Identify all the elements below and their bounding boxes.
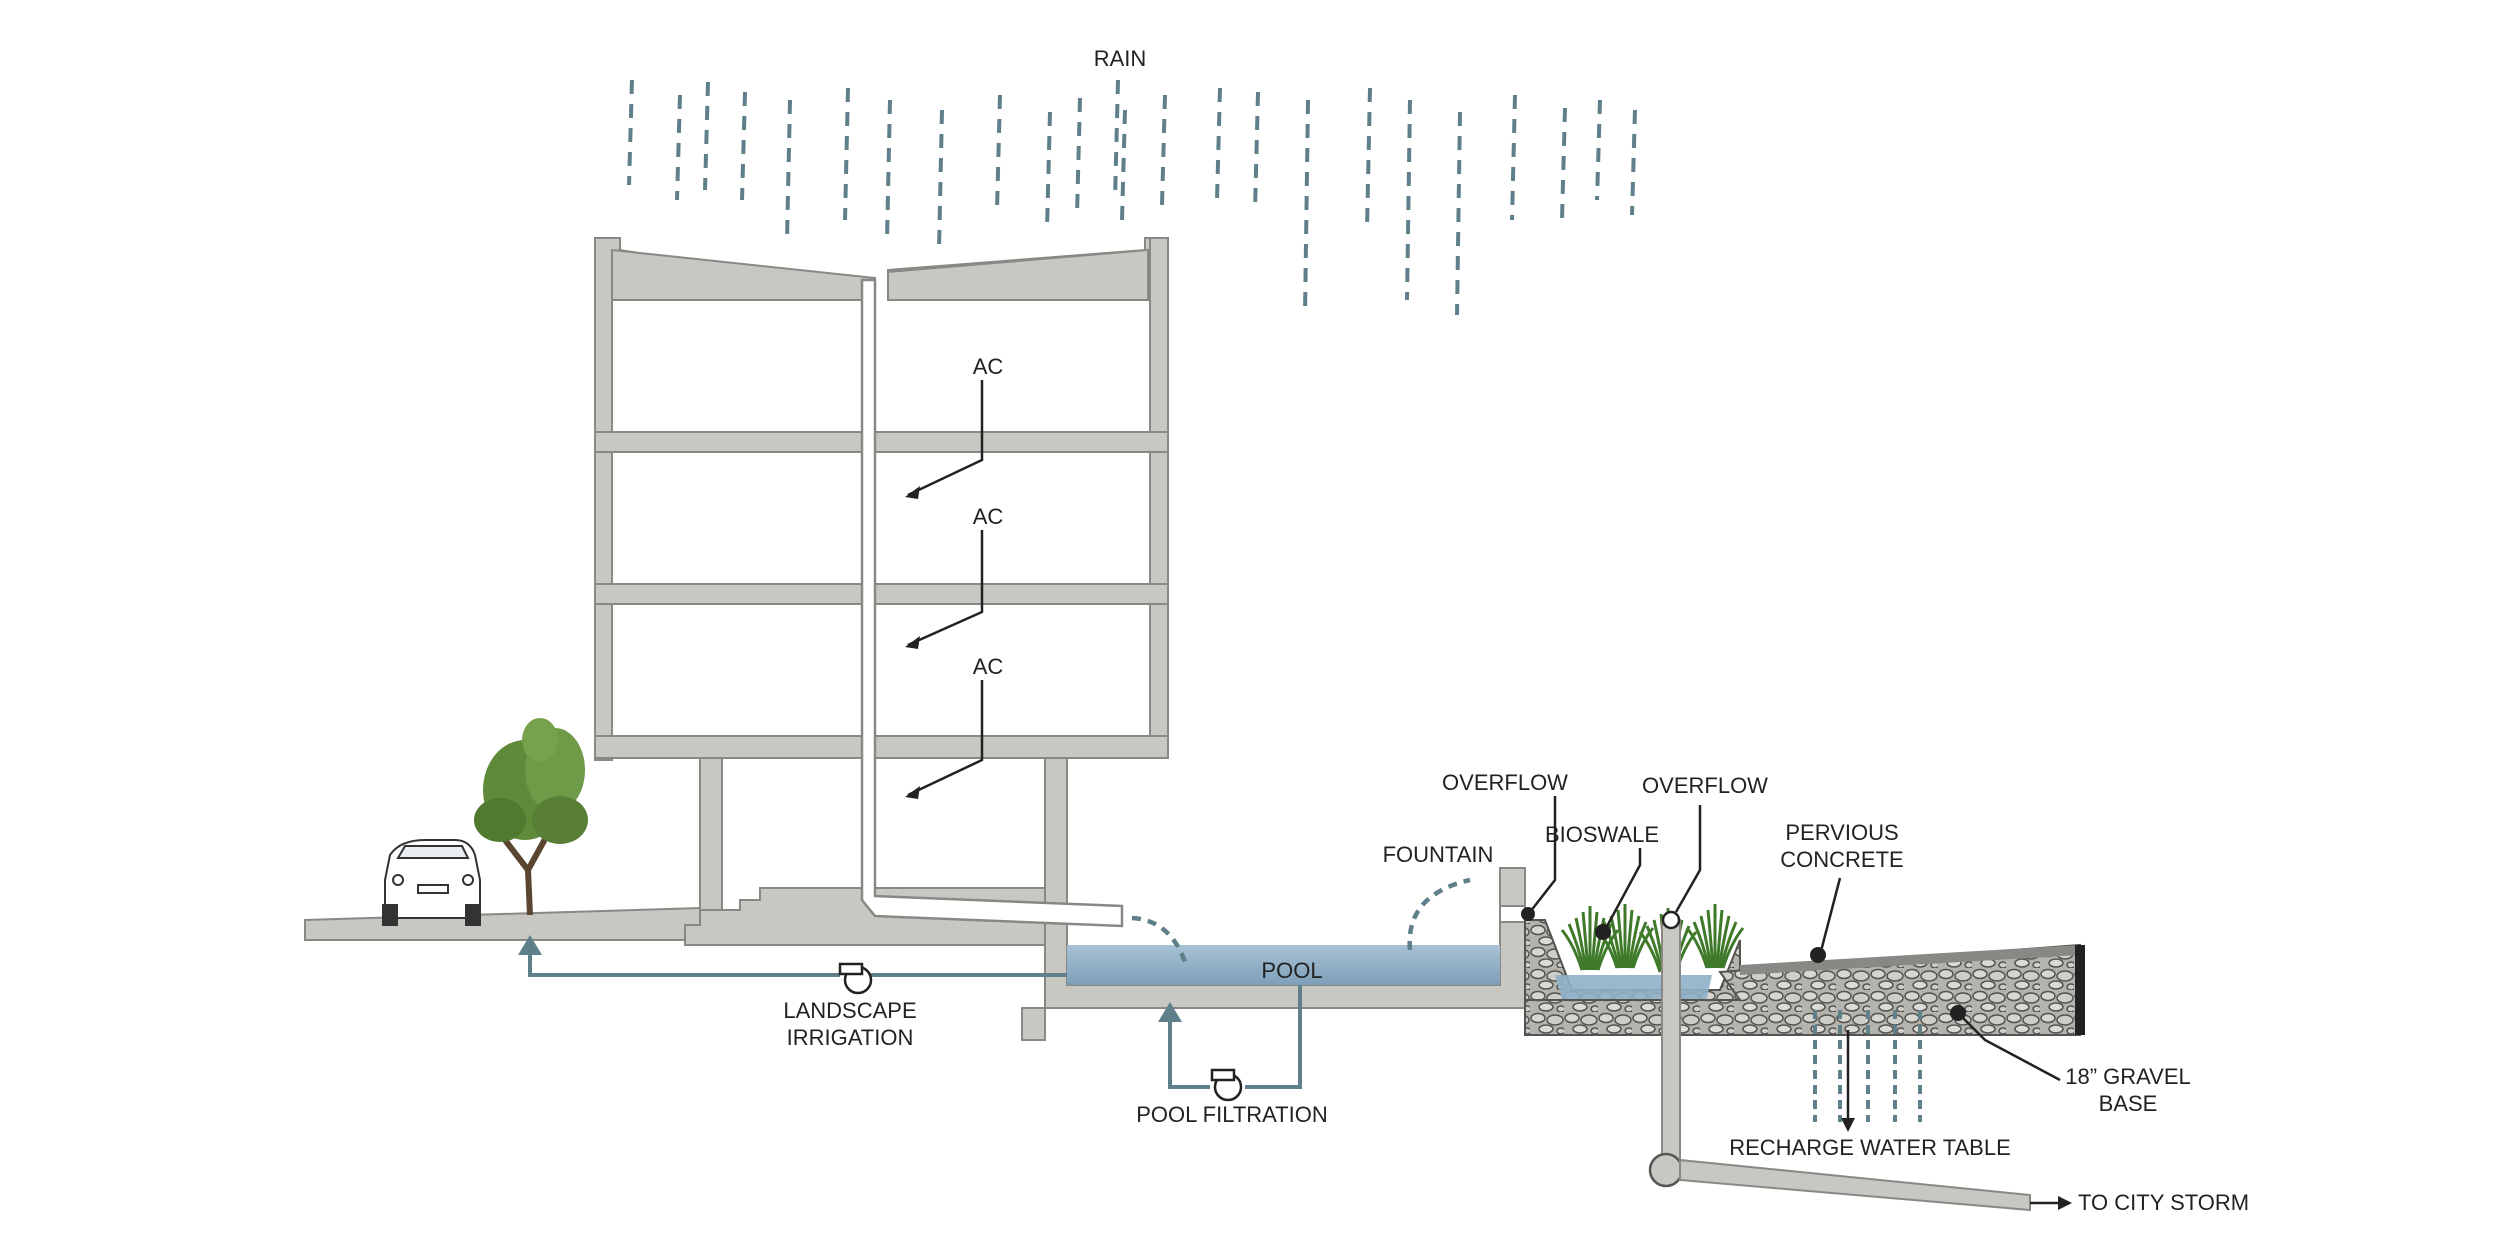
ac-condensate-arrows (907, 380, 984, 797)
rain-drop (1510, 94, 1517, 221)
rain-drop (885, 99, 892, 241)
rain-drop (843, 87, 850, 221)
pipe-spill-arc (1131, 915, 1188, 963)
callout-leaders (1529, 796, 2061, 1082)
gravel-edge (2075, 945, 2085, 1035)
overflow-standpipe (1661, 919, 1681, 1171)
ground-slab (304, 906, 701, 941)
grass-blade (1581, 911, 1590, 971)
grass-blade (1706, 909, 1715, 969)
roof-drain-pipe (860, 278, 1124, 928)
grass-blade (1645, 925, 1664, 973)
grass-blade (1567, 923, 1586, 971)
rain-drop (675, 94, 682, 201)
rain-drop (1215, 87, 1222, 201)
rain-drop (740, 91, 747, 201)
pervious-concrete (1740, 945, 2080, 975)
rain-drop (1560, 107, 1567, 221)
grass-blade (1692, 921, 1711, 969)
irrigation-line (528, 955, 1067, 977)
rain (627, 79, 1637, 316)
rain-drop (995, 94, 1002, 211)
storm-pipe (1679, 1158, 2031, 1212)
filtration-arrowhead (1158, 1002, 1182, 1022)
rain-drop (1630, 109, 1637, 216)
grass-blade (1699, 915, 1713, 969)
pool-filtration-label: POOL FILTRATION (1136, 1102, 1328, 1127)
storm-arrowhead (2058, 1196, 2072, 1210)
fountain-arc (1407, 877, 1471, 951)
grass-blade (1609, 915, 1623, 969)
car-icon (382, 839, 481, 926)
grass-blade (1590, 911, 1599, 971)
rain-drop (1045, 111, 1052, 231)
rain-drop (937, 109, 944, 251)
gravel-base-label-1: 18” GRAVEL (2065, 1064, 2191, 1089)
building (594, 237, 1526, 1041)
grass-blade (1574, 917, 1588, 971)
bioswale-plants (1560, 904, 1745, 973)
pool-water (1067, 945, 1500, 985)
pump-icon (1210, 1068, 1243, 1102)
rain-drop (1455, 111, 1462, 316)
fountain-label: FOUNTAIN (1383, 842, 1494, 867)
rain-drop (1365, 87, 1372, 231)
grass-blade (1627, 915, 1641, 969)
recharge-water-table-label: RECHARGE WATER TABLE (1729, 1135, 2011, 1160)
irrigation-arrowhead (518, 935, 542, 955)
grass-blade (1717, 915, 1731, 969)
ac-label-1: AC (973, 354, 1004, 379)
ac-label-3: AC (973, 654, 1004, 679)
pervious-concrete-label-1: PERVIOUS (1785, 820, 1898, 845)
grass-blade (1715, 909, 1724, 969)
overflow-label-2: OVERFLOW (1642, 773, 1768, 798)
callout-dots (1521, 907, 1966, 1021)
tree-icon (474, 718, 588, 916)
rain-label: RAIN (1094, 46, 1147, 71)
standpipe-cap (1661, 910, 1681, 930)
grass-blade (1685, 927, 1709, 969)
overflow-label-1: OVERFLOW (1442, 770, 1568, 795)
rain-drop (703, 81, 710, 191)
landscape-irrigation-label-1: LANDSCAPE (783, 998, 916, 1023)
grass-blade (1625, 909, 1634, 969)
grass-blade (1631, 927, 1655, 969)
grass-blade (1629, 921, 1648, 969)
grass-blade (1616, 909, 1625, 969)
grass-blade (1560, 929, 1584, 971)
gravel-base-label-2: BASE (2099, 1091, 2158, 1116)
rain-drop (1113, 79, 1120, 201)
pump-icon (838, 962, 873, 995)
recharge-arrowhead (1841, 1118, 1855, 1132)
pervious-concrete-label-2: CONCRETE (1780, 847, 1903, 872)
rain-drop (1253, 91, 1260, 211)
grass-blade (1638, 931, 1662, 973)
pool-filtration-loop (1168, 985, 1302, 1089)
grass-blade (1719, 921, 1738, 969)
bioswale-label: BIOSWALE (1545, 822, 1659, 847)
recharge-infiltration (1813, 1010, 1922, 1122)
rain-drop (1405, 99, 1412, 301)
rain-drop (1303, 99, 1310, 316)
rain-drop (1075, 97, 1082, 216)
rain-drop (627, 79, 634, 186)
storm-junction (1648, 1152, 1684, 1188)
rain-drop (1160, 94, 1167, 206)
to-city-storm-label: TO CITY STORM (2078, 1190, 2249, 1215)
grass-blade (1721, 927, 1745, 969)
landscape-irrigation-label-2: IRRIGATION (787, 1025, 914, 1050)
rain-drop (785, 99, 792, 241)
ac-label-2: AC (973, 504, 1004, 529)
ac-arrowheads (905, 486, 920, 799)
pool-label: POOL (1261, 958, 1322, 983)
rain-drop (1120, 109, 1127, 221)
rain-drop (1595, 99, 1602, 201)
